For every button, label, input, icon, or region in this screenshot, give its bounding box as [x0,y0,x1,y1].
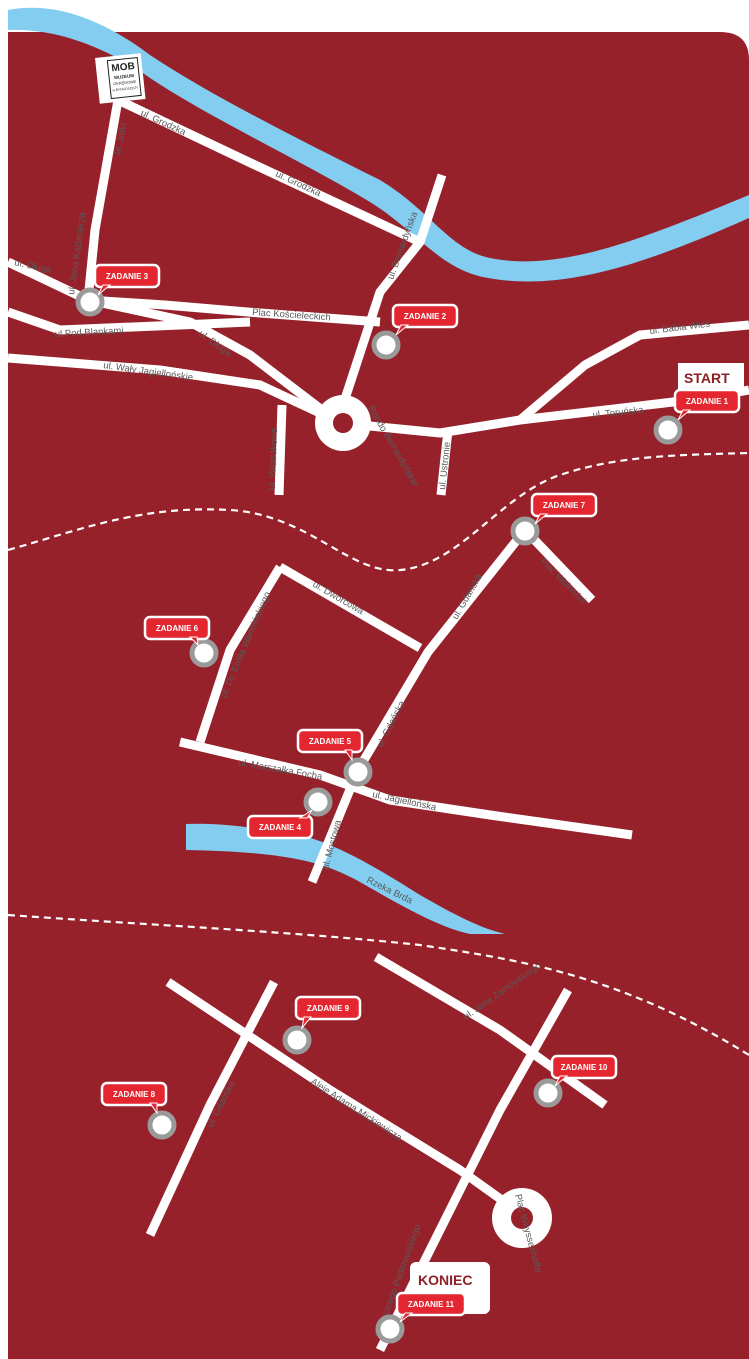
street-label: ul.Pod Blankami [55,325,124,340]
roundabout-weyssenhoffa [492,1188,552,1248]
task-badge-label: ZADANIE 6 [156,624,199,633]
task-badge-label: ZADANIE 7 [543,501,586,510]
end-text: KONIEC [418,1272,472,1288]
task-badge-label: ZADANIE 8 [113,1090,156,1099]
task-marker-9[interactable]: ZADANIE 9 [282,995,362,1055]
road-torunska [359,395,691,438]
road-bernardynska [338,173,447,407]
task-marker-2[interactable]: ZADANIE 2 [371,303,459,360]
task-marker-4[interactable]: ZADANIE 4 [246,787,333,840]
task-badge-label: ZADANIE 4 [259,823,302,832]
task-marker-1[interactable]: ZADANIE 1 [653,388,741,445]
task-markers: ZADANIE 1 ZADANIE 2 ZADANIE 3 ZADANIE 4 [75,263,741,1344]
start-text: START [684,370,730,386]
task-badge-label: ZADANIE 10 [561,1063,608,1072]
task-marker-6[interactable]: ZADANIE 6 [143,615,219,668]
task-badge-label: ZADANIE 2 [404,312,447,321]
road-plac-koscieleckich [87,295,381,327]
map-background [8,32,749,1359]
river-brda-top [8,7,749,282]
task-marker-5[interactable]: ZADANIE 5 [296,728,373,787]
start-label: START [678,363,744,389]
road-jana-kazimierza [83,99,123,301]
museum-logo-icon: MOB MUZEUM OKRĘGOWE w BYDGOSZCZY [95,53,146,104]
street-label: ul. Wiatrakowa [267,427,280,490]
task-marker-10[interactable]: ZADANIE 10 [533,1054,618,1108]
task-marker-11[interactable]: ZADANIE 11 [375,1291,467,1344]
task-marker-3[interactable]: ZADANIE 3 [75,263,161,317]
road-babia-wies [517,320,749,424]
street-label: Plac Kościeleckich [252,307,331,323]
road-marszalka-focha [178,737,633,840]
task-badge-label: ZADANIE 5 [309,737,352,746]
road-plac-wolnosci [521,526,596,604]
logo-text: MUZEUM [114,73,134,80]
task-marker-8[interactable]: ZADANIE 8 [100,1081,177,1140]
task-marker-7[interactable]: ZADANIE 7 [510,492,598,546]
logo-text: OKRĘGOWE [113,80,137,86]
river-brda-middle [186,823,505,934]
roundabout-bernardynskie [315,395,371,451]
road-gdanska-mid [307,527,529,884]
road-grodzka [116,95,422,247]
road-zamoyskiego [373,953,608,1109]
task-badge-label: ZADANIE 1 [686,397,729,406]
task-badge-label: ZADANIE 9 [307,1004,350,1013]
zone-boundary-1 [7,451,749,572]
street-label: ul. Ustronie [437,441,453,490]
road-pod-blankami [6,307,251,335]
road-wiatrakowa [274,404,287,496]
logo-text: w BYDGOSZCZY [112,86,139,93]
task-badge-label: ZADANIE 11 [408,1300,455,1309]
task-badge-label: ZADANIE 3 [106,272,149,281]
road-ustronie [436,429,453,496]
road-warminskiego [195,564,284,744]
road-gdanska-south [145,979,278,1237]
road-dworcowa [277,563,423,652]
road-waly-jagiellonskie [7,353,337,425]
street-label: ul. Toruńska [592,405,645,421]
zone-boundary-2 [7,913,749,1056]
logo-text: MOB [111,61,135,74]
